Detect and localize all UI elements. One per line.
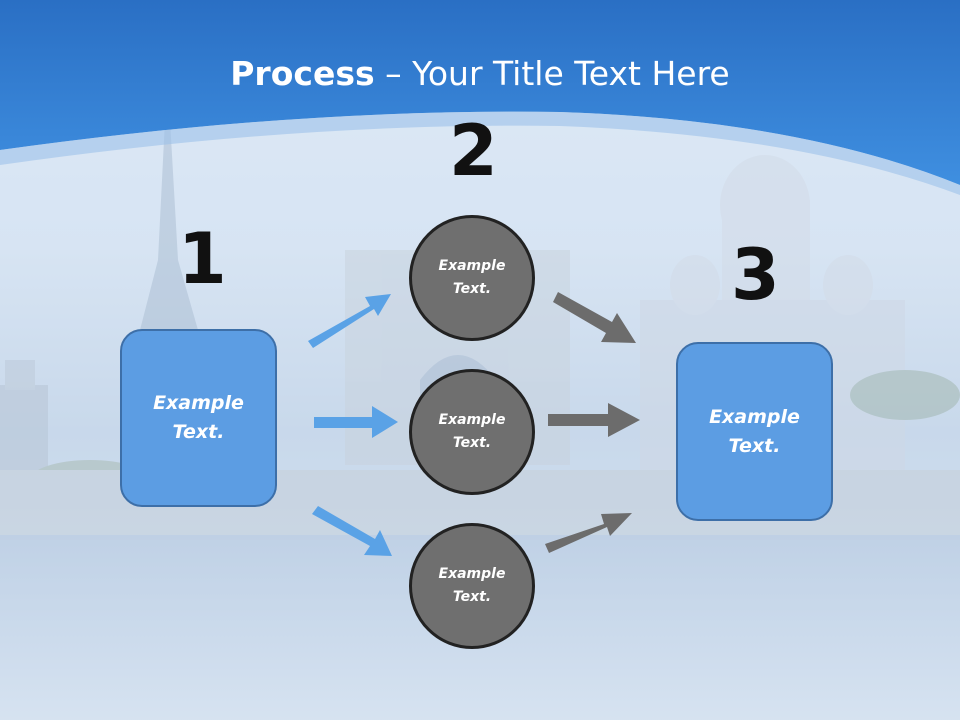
process-circle-bottom[interactable]: Example Text. xyxy=(409,523,535,649)
right-step-box[interactable]: Example Text. xyxy=(676,342,833,521)
step-number-1: 1 xyxy=(178,218,227,300)
circle-top-label: Example Text. xyxy=(438,258,506,297)
circle-middle-label: Example Text. xyxy=(438,412,506,451)
title-bold: Process xyxy=(230,54,375,93)
left-box-label: Example Text. xyxy=(153,392,244,443)
step-number-3: 3 xyxy=(731,234,780,316)
step-number-2: 2 xyxy=(449,110,498,192)
process-circle-top[interactable]: Example Text. xyxy=(409,215,535,341)
right-box-label: Example Text. xyxy=(709,405,800,457)
slide-title: Process – Your Title Text Here xyxy=(0,52,960,96)
circle-bottom-label: Example Text. xyxy=(438,566,506,605)
process-circle-middle[interactable]: Example Text. xyxy=(409,369,535,495)
title-rest: – Your Title Text Here xyxy=(374,54,730,93)
left-step-box[interactable]: Example Text. xyxy=(120,329,277,507)
